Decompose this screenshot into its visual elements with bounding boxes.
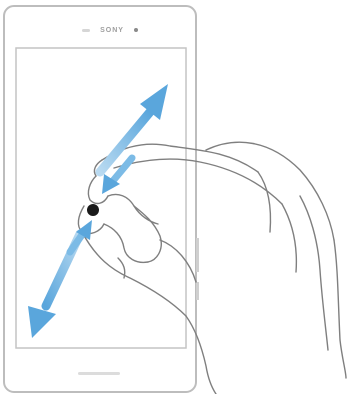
phone-side-button (196, 282, 199, 300)
phone-speaker (78, 372, 120, 375)
phone-top-bar: SONY (60, 24, 160, 36)
front-camera-icon (134, 28, 138, 32)
brand-label: SONY (100, 27, 124, 34)
touch-point-icon (87, 204, 99, 216)
phone-side-button (196, 238, 199, 272)
proximity-sensor-icon (82, 29, 90, 32)
